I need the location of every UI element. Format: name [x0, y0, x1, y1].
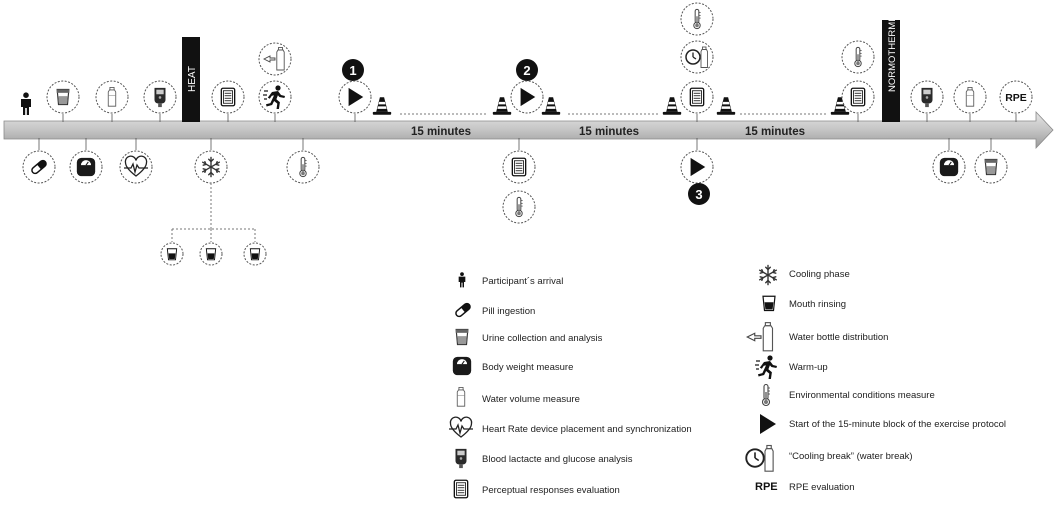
heat-phase-label: HEAT	[187, 66, 198, 92]
urine-cup-icon	[455, 328, 469, 346]
normothermic-phase-label: NORMOTHERMIC	[887, 12, 898, 92]
snowflake-icon	[758, 264, 778, 286]
questionnaire-icon	[502, 150, 536, 184]
block-3-number: 3	[695, 187, 702, 202]
interval-label-2: 15 minutes	[579, 126, 639, 138]
mouth-rinse-cup-icon	[762, 295, 776, 312]
heart-rate-icon	[119, 150, 153, 184]
questionnaire-icon	[689, 87, 705, 107]
rpe-label: RPE	[1005, 92, 1027, 104]
legend-item-label: Water volume measure	[482, 394, 580, 405]
rpe-icon: RPE	[755, 481, 778, 493]
heat-phase-bar: HEAT	[182, 37, 200, 122]
legend-right: Cooling phase Mouth rinsing Water bottle…	[745, 264, 1006, 493]
block-2-start: 2	[510, 59, 544, 114]
water-bottle-icon	[456, 386, 466, 407]
legend-item-label: Water bottle distribution	[789, 332, 888, 343]
timeline-stems	[38, 114, 1017, 150]
questionnaire-icon	[453, 479, 469, 499]
legend-item-label: Blood lactacte and glucose analysis	[482, 454, 633, 465]
urine-cup-icon	[46, 80, 80, 114]
legend-item-label: Participant´s arrival	[482, 276, 563, 287]
legend-item-label: RPE evaluation	[789, 482, 854, 493]
legend-item-label: Body weight measure	[482, 362, 573, 373]
mouth-rinse-cup-icon	[243, 242, 267, 266]
water-bottle-icon	[953, 80, 987, 114]
bottom-icons: 3	[22, 150, 1008, 224]
cone-icon	[662, 97, 682, 115]
pill-icon	[22, 150, 56, 184]
legend-item-label: Cooling phase	[789, 269, 850, 280]
block-1-start: 1	[338, 59, 372, 114]
questionnaire-icon	[211, 80, 245, 114]
legend-item-label: Warm-up	[789, 362, 828, 373]
lactate-meter-icon	[455, 448, 467, 469]
thermometer-icon	[761, 383, 771, 407]
block-1-number: 1	[349, 63, 356, 78]
warm-up-icon	[258, 80, 292, 114]
legend-item-label: Pill ingestion	[482, 306, 535, 317]
heart-rate-icon	[449, 416, 473, 438]
thermometer-icon	[502, 190, 536, 224]
interval-label-1: 15 minutes	[411, 126, 471, 138]
person-icon	[21, 92, 31, 115]
snowflake-icon	[194, 150, 228, 184]
rpe-icon: RPE	[999, 80, 1033, 114]
lactate-meter-icon	[143, 80, 177, 114]
legend-item-label: Environmental conditions measure	[789, 390, 935, 401]
bottle-distribution-icon	[258, 42, 292, 76]
thermometer-icon	[841, 40, 875, 74]
thermometer-icon	[286, 150, 320, 184]
scale-icon	[69, 150, 103, 184]
scale-icon	[932, 150, 966, 184]
lactate-meter-icon	[910, 80, 944, 114]
cooling-break-stack	[680, 2, 714, 114]
warm-up-icon	[755, 355, 778, 379]
play-icon	[760, 414, 776, 434]
normothermic-phase-bar: NORMOTHERMIC	[882, 12, 900, 122]
mouth-rinse-cup-icon	[199, 242, 223, 266]
person-icon	[458, 272, 466, 288]
cone-icon	[492, 97, 512, 115]
cone-icon	[372, 97, 392, 115]
pill-icon	[453, 301, 473, 319]
water-bottle-icon	[95, 80, 129, 114]
clock-bottle-icon	[745, 444, 775, 473]
scale-icon	[452, 356, 472, 376]
legend-item-label: Perceptual responses evaluation	[482, 485, 620, 496]
block-3-start: 3	[680, 150, 714, 205]
legend-item-label: Urine collection and analysis	[482, 333, 603, 344]
mouth-rinse-cup-icon	[160, 242, 184, 266]
timeline-arrow	[3, 110, 1054, 150]
mouth-rinse-icons	[160, 242, 267, 266]
cone-icon	[716, 97, 736, 115]
legend-item-label: Start of the 15-minute block of the exer…	[789, 419, 1006, 430]
cooling-tree	[171, 183, 256, 242]
legend-item-label: “Cooling break” (water break)	[789, 451, 913, 462]
bottle-distribution-icon	[746, 322, 774, 352]
legend-left: Participant´s arrival Pill ingestion Uri…	[449, 272, 692, 499]
top-icons: 1 2	[46, 2, 1033, 115]
cone-icon	[541, 97, 561, 115]
interval-labels: 15 minutes 15 minutes 15 minutes	[411, 126, 805, 138]
block-2-number: 2	[523, 63, 530, 78]
interval-label-3: 15 minutes	[745, 126, 805, 138]
urine-cup-icon	[974, 150, 1008, 184]
legend-item-label: Heart Rate device placement and synchron…	[482, 424, 692, 435]
legend-item-label: Mouth rinsing	[789, 299, 846, 310]
questionnaire-icon	[841, 80, 875, 114]
